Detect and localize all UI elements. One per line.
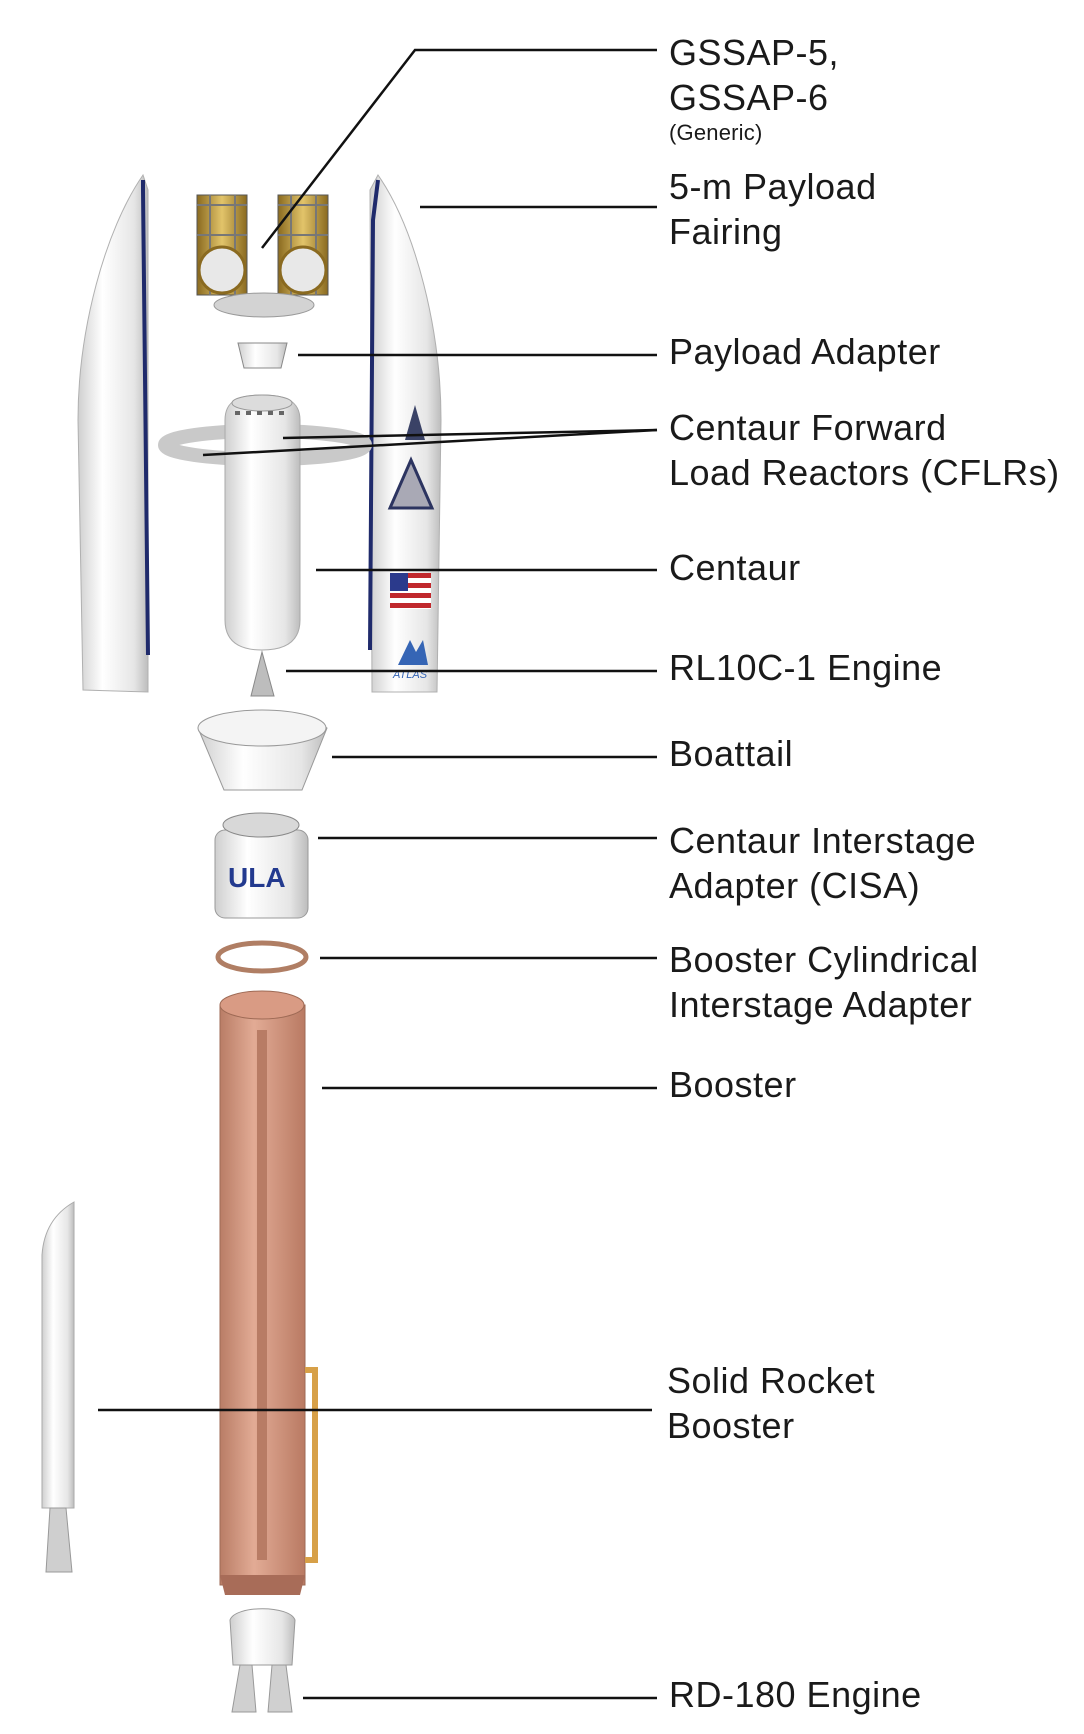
label-gssap-note: (Generic) bbox=[669, 120, 763, 145]
leader-cflr-a bbox=[202, 428, 658, 457]
atlas-logo-icon bbox=[398, 640, 428, 665]
label-centaur: Centaur bbox=[669, 545, 801, 590]
label-payload-adapter-line1: Payload Adapter bbox=[669, 331, 941, 372]
label-payload-adapter: Payload Adapter bbox=[669, 329, 941, 374]
label-bcia: Booster Cylindrical Interstage Adapter bbox=[669, 937, 979, 1027]
label-cisa-line2: Adapter (CISA) bbox=[669, 865, 921, 906]
satellite-gssap-6 bbox=[277, 194, 329, 296]
satellite-gssap-5 bbox=[196, 194, 248, 296]
fairing-left-half bbox=[77, 173, 150, 693]
leader-cflr-b bbox=[282, 428, 658, 440]
label-rl10: RL10C-1 Engine bbox=[669, 645, 942, 690]
label-fairing: 5-m Payload Fairing bbox=[669, 164, 877, 254]
label-gssap: GSSAP-5, GSSAP-6 (Generic) bbox=[669, 30, 839, 146]
space-force-logo-icon bbox=[405, 405, 425, 440]
label-cflr: Centaur Forward Load Reactors (CFLRs) bbox=[669, 405, 1060, 495]
leader-lines bbox=[98, 48, 658, 1700]
label-gssap-line1: GSSAP-5, bbox=[669, 32, 840, 73]
label-rl10-line1: RL10C-1 Engine bbox=[669, 647, 943, 688]
label-booster: Booster bbox=[669, 1062, 797, 1107]
label-bcia-line2: Interstage Adapter bbox=[669, 984, 973, 1025]
ula-logo-text: ULA bbox=[228, 862, 286, 893]
label-srb-line2: Booster bbox=[667, 1405, 795, 1446]
bcia-ring bbox=[215, 940, 309, 974]
payload-adapter bbox=[237, 342, 288, 369]
label-rd180: RD-180 Engine bbox=[669, 1672, 922, 1717]
label-fairing-line2: Fairing bbox=[669, 211, 783, 252]
label-srb: Solid Rocket Booster bbox=[667, 1358, 875, 1448]
label-cisa-line1: Centaur Interstage bbox=[669, 820, 977, 861]
boattail-top bbox=[197, 709, 327, 747]
label-centaur-line1: Centaur bbox=[669, 547, 801, 588]
label-cflr-line2: Load Reactors (CFLRs) bbox=[669, 452, 1060, 493]
solid-rocket-booster bbox=[41, 1201, 75, 1573]
label-bcia-line1: Booster Cylindrical bbox=[669, 939, 979, 980]
label-fairing-line1: 5-m Payload bbox=[669, 166, 877, 207]
rl10-engine bbox=[250, 650, 275, 697]
label-booster-line1: Booster bbox=[669, 1064, 797, 1105]
mission-patch-icon bbox=[387, 456, 435, 510]
label-boattail: Boattail bbox=[669, 731, 793, 776]
label-boattail-line1: Boattail bbox=[669, 733, 794, 774]
label-gssap-line2: GSSAP-6 bbox=[669, 77, 829, 118]
label-srb-line1: Solid Rocket bbox=[667, 1360, 876, 1401]
label-cflr-line1: Centaur Forward bbox=[669, 407, 947, 448]
fairing-right-half: ATLAS bbox=[368, 174, 442, 693]
satellite-dispenser bbox=[213, 292, 315, 318]
centaur-stage bbox=[224, 394, 301, 651]
us-flag-icon bbox=[390, 573, 431, 609]
leader-gssap bbox=[261, 48, 657, 249]
label-rd180-line1: RD-180 Engine bbox=[669, 1674, 922, 1715]
cisa: ULA bbox=[214, 812, 309, 919]
label-cisa: Centaur Interstage Adapter (CISA) bbox=[669, 818, 976, 908]
rd-180-engine bbox=[229, 1608, 296, 1713]
booster-core bbox=[219, 990, 318, 1595]
